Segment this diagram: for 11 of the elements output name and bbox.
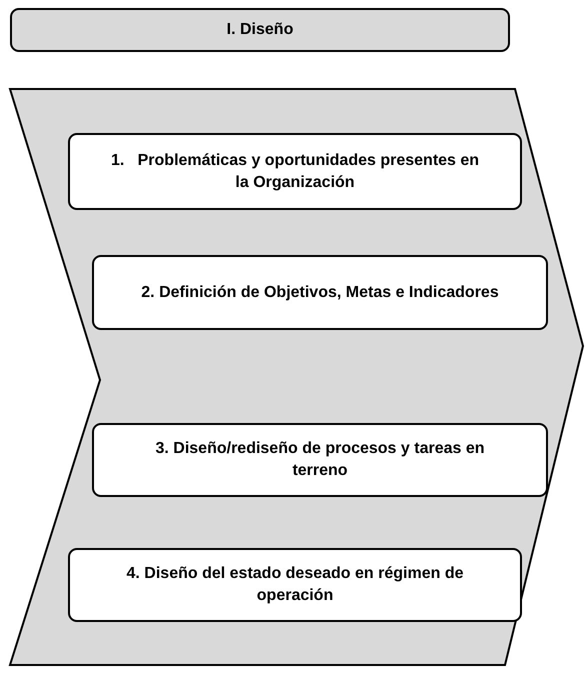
step-text: 1. Problemáticas y oportunidades presentes en la Organización	[110, 150, 480, 192]
process-box	[68, 133, 522, 210]
process-box	[92, 255, 548, 330]
step-text: 2. Definición de Objetivos, Metas e Indicadores	[141, 282, 499, 303]
chevron-shape	[8, 88, 585, 666]
process-box	[92, 423, 548, 497]
process-box	[68, 548, 522, 622]
title-box	[10, 8, 510, 52]
step-text: 3. Diseño/rediseño de procesos y tareas en terreno	[154, 439, 486, 481]
title-text: I. Diseño	[226, 20, 294, 40]
step-text: 4. Diseño del estado deseado en régimen de operación	[126, 564, 464, 606]
